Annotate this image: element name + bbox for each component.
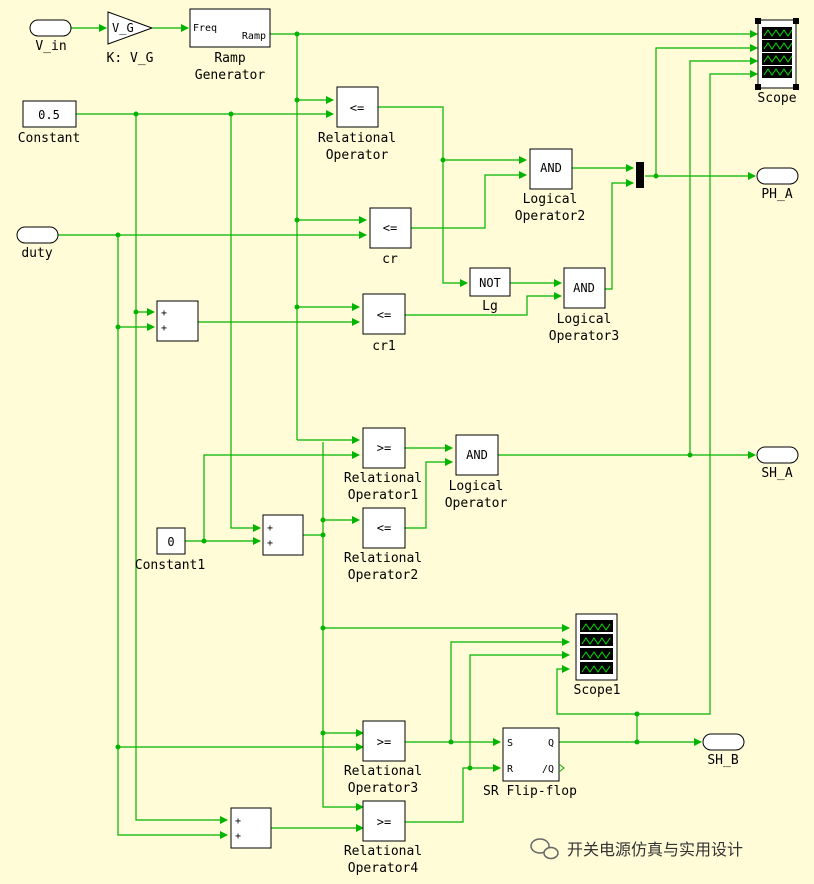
inport-duty-label: duty bbox=[21, 246, 52, 261]
logical-operator3-block[interactable]: AND Logical Operator3 bbox=[549, 267, 619, 344]
relop1-label-2: Operator1 bbox=[348, 488, 418, 503]
junction-dots bbox=[115, 31, 693, 771]
sum1-plus-b: + bbox=[161, 323, 167, 334]
sum3-plus-b: + bbox=[235, 831, 241, 842]
sr-q-port: Q bbox=[548, 738, 554, 749]
sum-block-1[interactable]: + + bbox=[156, 300, 199, 342]
constant1-value: 0 bbox=[167, 535, 174, 549]
inport-v-in[interactable]: V_in bbox=[29, 19, 72, 54]
relop-cr1-symbol: <= bbox=[377, 308, 391, 322]
gain-label: K: V_G bbox=[107, 51, 154, 66]
relational-operator2-block[interactable]: <= Relational Operator2 bbox=[344, 507, 422, 583]
and3-label-2: Operator3 bbox=[549, 329, 619, 344]
and2-label-2: Operator2 bbox=[515, 209, 585, 224]
logical-operator-block[interactable]: AND Logical Operator bbox=[445, 434, 508, 511]
outport-sh-b-label: SH_B bbox=[707, 753, 738, 768]
and3-label-1: Logical bbox=[557, 312, 612, 327]
relop-label-1: Relational bbox=[318, 131, 396, 146]
and-label-2: Operator bbox=[445, 496, 508, 511]
mux-block[interactable] bbox=[636, 162, 644, 188]
relational-operator1-block[interactable]: >= Relational Operator1 bbox=[344, 427, 422, 503]
relop-cr-label: cr bbox=[382, 252, 398, 267]
and2-text: AND bbox=[540, 161, 562, 175]
relop3-label-1: Relational bbox=[344, 764, 422, 779]
sum3-plus-a: + bbox=[235, 816, 241, 827]
scope-screens bbox=[762, 27, 793, 78]
sr-nq-port: /Q bbox=[542, 764, 554, 775]
constant-block[interactable]: 0.5 Constant bbox=[18, 100, 81, 146]
ramp-generator-block[interactable]: Freq Ramp Ramp Generator bbox=[189, 8, 271, 83]
scope-block[interactable]: Scope bbox=[755, 18, 799, 106]
relop4-label-2: Operator4 bbox=[348, 861, 419, 876]
logical-operator2-block[interactable]: AND Logical Operator2 bbox=[515, 148, 585, 224]
sr-flipflop-block[interactable]: S R Q /Q SR Flip-flop bbox=[483, 727, 577, 799]
relop1-symbol: >= bbox=[377, 441, 391, 455]
relop2-symbol: <= bbox=[377, 521, 391, 535]
constant-label: Constant bbox=[18, 131, 81, 146]
relop2-label-1: Relational bbox=[344, 551, 422, 566]
relop4-symbol: >= bbox=[377, 815, 391, 829]
outport-ph-a[interactable]: PH_A bbox=[756, 167, 799, 202]
relational-operator4-block[interactable]: >= Relational Operator4 bbox=[344, 800, 422, 876]
watermark-text: 开关电源仿真与实用设计 bbox=[567, 840, 743, 859]
scope1-block[interactable]: Scope1 bbox=[574, 613, 621, 698]
relop-cr1-label: cr1 bbox=[372, 339, 395, 354]
relop3-symbol: >= bbox=[377, 735, 391, 749]
relop-symbol: <= bbox=[350, 101, 364, 115]
and-text: AND bbox=[466, 448, 488, 462]
scope1-screens bbox=[580, 620, 613, 674]
sum2-plus-a: + bbox=[267, 523, 273, 534]
sr-r-port: R bbox=[507, 764, 514, 775]
sr-label: SR Flip-flop bbox=[483, 784, 577, 799]
outport-sh-a-label: SH_A bbox=[761, 466, 792, 481]
inport-v-in-label: V_in bbox=[35, 39, 66, 54]
ramp-in-port: Freq bbox=[193, 23, 217, 34]
inport-duty[interactable]: duty bbox=[16, 226, 59, 261]
constant1-label: Constant1 bbox=[135, 558, 205, 573]
scope1-label: Scope1 bbox=[574, 683, 621, 698]
ramp-label-2: Generator bbox=[195, 68, 266, 83]
signal-wires bbox=[58, 24, 758, 839]
constant-value: 0.5 bbox=[38, 108, 60, 122]
not-text: NOT bbox=[479, 276, 501, 290]
relop2-label-2: Operator2 bbox=[348, 568, 418, 583]
outport-sh-b[interactable]: SH_B bbox=[702, 733, 745, 768]
relational-operator-block[interactable]: <= Relational Operator bbox=[318, 86, 396, 163]
and2-label-1: Logical bbox=[523, 192, 578, 207]
gain-text: V_G bbox=[112, 21, 134, 35]
wechat-icon bbox=[530, 838, 559, 860]
relop4-label-1: Relational bbox=[344, 844, 422, 859]
and3-text: AND bbox=[573, 281, 595, 295]
relop3-label-2: Operator3 bbox=[348, 781, 418, 796]
scope-label: Scope bbox=[757, 91, 796, 106]
outport-ph-a-label: PH_A bbox=[761, 187, 792, 202]
constant1-block[interactable]: 0 Constant1 bbox=[135, 527, 205, 573]
sum-block-2[interactable]: + + bbox=[262, 514, 304, 556]
not-block-lg[interactable]: NOT Lg bbox=[469, 267, 511, 314]
sum2-plus-b: + bbox=[267, 538, 273, 549]
relop1-label-1: Relational bbox=[344, 471, 422, 486]
sr-s-port: S bbox=[507, 738, 513, 749]
relational-operator3-block[interactable]: >= Relational Operator3 bbox=[344, 720, 422, 796]
and-label-1: Logical bbox=[449, 479, 504, 494]
relop-label-2: Operator bbox=[326, 148, 389, 163]
outport-sh-a[interactable]: SH_A bbox=[756, 446, 799, 481]
relop-cr1-block[interactable]: <= cr1 bbox=[362, 293, 406, 354]
gain-block[interactable]: V_G K: V_G bbox=[107, 11, 154, 66]
ramp-label-1: Ramp bbox=[214, 51, 245, 66]
watermark: 开关电源仿真与实用设计 bbox=[530, 838, 743, 860]
relop-cr-block[interactable]: <= cr bbox=[369, 207, 412, 267]
relop-cr-symbol: <= bbox=[383, 221, 397, 235]
sum-block-3[interactable]: + + bbox=[230, 807, 272, 849]
ramp-out-port: Ramp bbox=[242, 31, 266, 42]
not-label: Lg bbox=[482, 299, 498, 314]
sum1-plus-a: + bbox=[161, 308, 167, 319]
